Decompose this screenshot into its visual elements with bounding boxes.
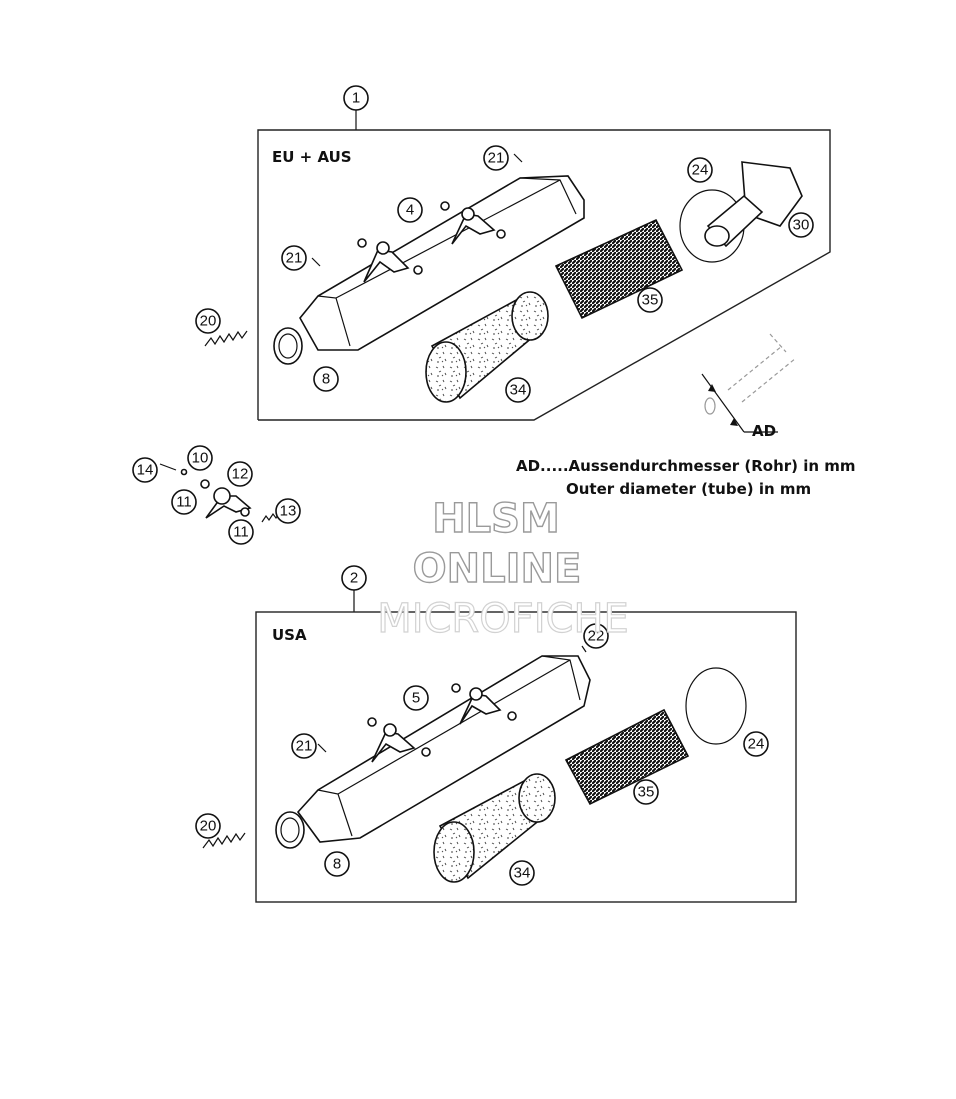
- callout-usa-8: 8: [324, 851, 350, 877]
- spring-eu: [204, 330, 248, 347]
- svg-text:21: 21: [488, 150, 505, 167]
- perforated-insert-eu: [425, 291, 549, 403]
- spring-usa: [202, 832, 246, 849]
- callout-usa-24: 24: [743, 731, 769, 757]
- svg-text:35: 35: [638, 784, 655, 801]
- packing-wool-eu: [554, 218, 684, 320]
- perforated-insert-usa: [433, 773, 556, 883]
- svg-text:12: 12: [232, 466, 249, 483]
- svg-text:1: 1: [352, 90, 360, 107]
- note-line-german: AD.....Aussendurchmesser (Rohr) in mm: [516, 457, 856, 475]
- svg-text:2: 2: [350, 570, 358, 587]
- svg-text:30: 30: [793, 217, 810, 234]
- callout-10: 10: [187, 445, 213, 471]
- ad-detail: AD: [701, 333, 797, 440]
- eu-aus-region-label: EU + AUS: [272, 148, 352, 166]
- svg-text:14: 14: [137, 462, 154, 479]
- svg-text:21: 21: [286, 250, 303, 267]
- svg-text:4: 4: [406, 202, 414, 219]
- callout-12: 12: [227, 461, 253, 487]
- svg-text:24: 24: [748, 736, 765, 753]
- callout-usa-22: 22: [583, 623, 609, 649]
- svg-text:10: 10: [192, 450, 209, 467]
- callout-eu-35: 35: [637, 287, 663, 313]
- callout-eu-4: 4: [397, 197, 423, 223]
- callout-14: 14: [132, 457, 158, 483]
- callout-usa-21: 21: [291, 733, 317, 759]
- callout-eu-20: 20: [195, 308, 221, 334]
- svg-text:5: 5: [412, 690, 420, 707]
- callout-1: 1: [343, 85, 369, 111]
- callout-eu-24: 24: [687, 157, 713, 183]
- callout-13: 13: [275, 498, 301, 524]
- silencer-eu: [273, 175, 585, 365]
- callout-11-lower: 11: [228, 519, 254, 545]
- callout-usa-5: 5: [403, 685, 429, 711]
- o-ring-usa: [685, 667, 747, 745]
- callout-eu-21-top: 21: [483, 145, 509, 171]
- eu-aus-frame: [257, 129, 831, 421]
- eu-aus-assembly: EU + AUS: [204, 110, 831, 440]
- rivet-pointer-eu-1: [311, 257, 321, 267]
- callout-eu-30: 30: [788, 212, 814, 238]
- callout-2: 2: [341, 565, 367, 591]
- svg-text:34: 34: [514, 865, 531, 882]
- silencer-usa: [275, 645, 591, 849]
- packing-wool-usa: [564, 708, 690, 806]
- svg-text:11: 11: [233, 524, 249, 541]
- svg-text:35: 35: [642, 292, 659, 309]
- svg-text:21: 21: [296, 738, 313, 755]
- callout-eu-8: 8: [313, 366, 339, 392]
- callout-eu-34: 34: [505, 377, 531, 403]
- svg-text:13: 13: [280, 503, 297, 520]
- callout-usa-34: 34: [509, 860, 535, 886]
- rivet-pointer-eu-2: [513, 153, 523, 163]
- callout-usa-20: 20: [195, 813, 221, 839]
- svg-text:22: 22: [588, 628, 605, 645]
- rivet-pointer-usa: [317, 743, 327, 753]
- note-line-english: Outer diameter (tube) in mm: [566, 480, 811, 498]
- svg-text:8: 8: [322, 371, 330, 388]
- svg-text:11: 11: [176, 494, 192, 511]
- svg-text:34: 34: [510, 382, 527, 399]
- end-cap-eu: [704, 161, 803, 248]
- svg-text:20: 20: [200, 313, 217, 330]
- usa-frame: [255, 611, 797, 903]
- svg-text:8: 8: [333, 856, 341, 873]
- watermark-line-1: HLSM: [432, 496, 560, 542]
- watermark-line-2: ONLINE: [413, 546, 582, 592]
- watermark-line-3: MICROFICHE: [377, 596, 629, 642]
- callout-usa-35: 35: [633, 779, 659, 805]
- callout-eu-21-left: 21: [281, 245, 307, 271]
- bracket-detail: [159, 463, 281, 523]
- callout-11-upper: 11: [171, 489, 197, 515]
- svg-text:24: 24: [692, 162, 709, 179]
- usa-assembly: USA: [202, 590, 797, 903]
- svg-text:20: 20: [200, 818, 217, 835]
- usa-region-label: USA: [272, 626, 307, 644]
- ad-label: AD: [752, 422, 776, 440]
